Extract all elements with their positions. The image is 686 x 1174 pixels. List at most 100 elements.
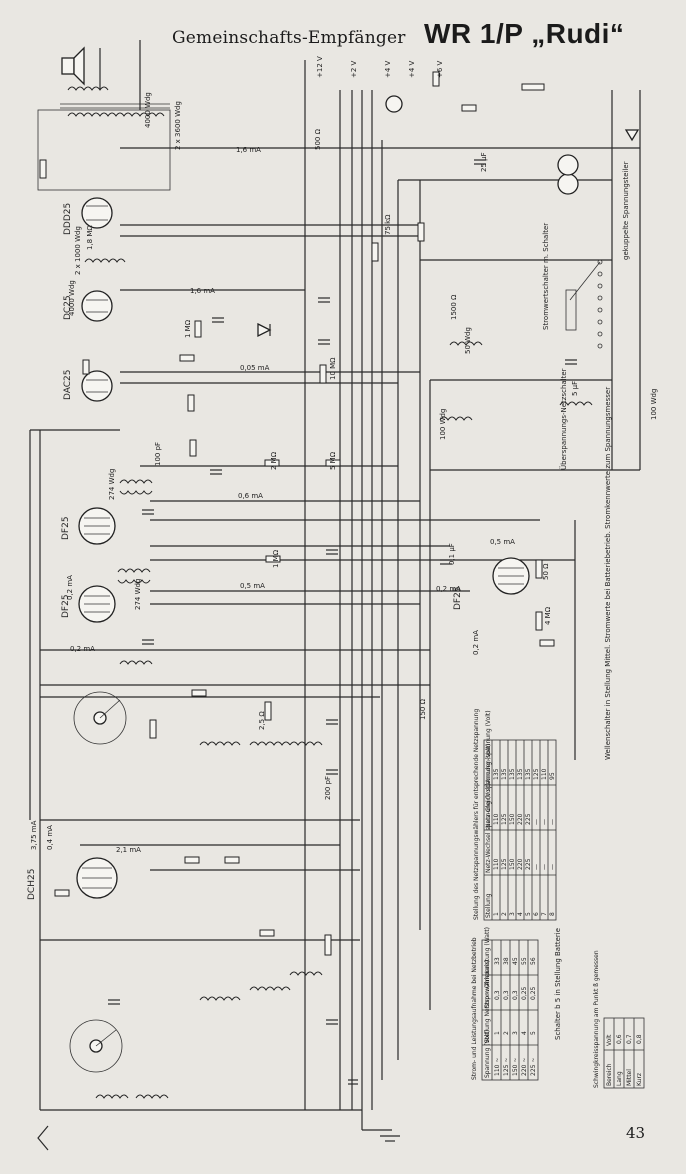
table-cell: 125 ~ xyxy=(503,1058,510,1076)
table-cell: 135 xyxy=(501,768,508,780)
table-cell: 150 xyxy=(509,858,516,870)
tube-label-df25-b: DF25 xyxy=(61,594,71,618)
current-label: 1,6 mA xyxy=(190,287,215,295)
table-cell: 4 xyxy=(521,1031,528,1035)
table-cell: 3 xyxy=(509,912,516,916)
note-power: gekuppelte Spannungsteiler xyxy=(622,161,630,260)
table-cell: 56 xyxy=(530,957,537,965)
component-label: 5 MΩ xyxy=(329,451,337,470)
table-cell: 2 xyxy=(503,1031,510,1035)
table-header: Anoden-spannung (Volt) xyxy=(485,710,492,783)
voltage-label: +12 V xyxy=(316,56,324,78)
table-cell: 0,6 xyxy=(616,1034,623,1044)
table-cell: 6 xyxy=(533,912,540,916)
tube-label-ddd25: DDD25 xyxy=(63,203,73,235)
table-cell: 0,3 xyxy=(503,990,510,1000)
table-cell: 3 xyxy=(512,1031,519,1035)
table-cell: 110 xyxy=(493,813,500,825)
component-label: 4 MΩ xyxy=(544,606,552,625)
title-model: WR 1/P „Rudi“ xyxy=(424,18,625,49)
voltage-label: +6 V xyxy=(436,60,444,78)
note-netz-switch: Wellenschalter in Stellung Mittel. Strom… xyxy=(604,387,612,760)
selector-contacts xyxy=(565,259,603,349)
table-cell: 0,3 xyxy=(512,990,519,1000)
table-cell: Lang xyxy=(616,1071,623,1086)
table-cell: — xyxy=(549,819,556,825)
tube-dc25: DC25 xyxy=(63,290,113,322)
component-label: 50 Wdg xyxy=(464,327,472,354)
table-cell: 55 xyxy=(521,957,528,965)
component-label: 50 Ω xyxy=(542,563,550,580)
table-cell: 125 xyxy=(501,813,508,825)
table-cell: 125 xyxy=(533,768,540,780)
component-label: 10 MΩ xyxy=(329,357,337,380)
table-cell: 95 xyxy=(549,772,556,780)
component-label: 500 Ω xyxy=(314,128,322,150)
component-label: 100 pF xyxy=(154,442,162,466)
table-cell: 2 xyxy=(501,912,508,916)
table-header: Strom (Ampere) xyxy=(484,960,491,1008)
current-label: 1,6 mA xyxy=(236,146,261,154)
table-cell: — xyxy=(533,864,540,870)
transformers xyxy=(84,258,593,1099)
note-overload: Überspannungs-Netzschalter xyxy=(559,368,568,470)
component-label: 274 Wdg xyxy=(108,469,116,500)
note-coupling: Stromwertschalter m. Schalter xyxy=(542,223,550,330)
tube-dac25: DAC25 xyxy=(63,369,113,402)
current-label: 3,75 mA xyxy=(30,820,38,850)
component-label: 1 MΩ xyxy=(184,319,192,338)
table-title: Strom- und Leistungsaufnahme bei Netzbet… xyxy=(471,937,478,1080)
table-cell: 135 xyxy=(509,768,516,780)
table-header: Netz-Wechsel spannung (Volt) xyxy=(485,783,492,873)
current-label: 0,2 mA xyxy=(472,630,480,655)
table-cell: 220 xyxy=(517,813,524,825)
component-label: 1500 Ω xyxy=(450,294,458,320)
table-netzspannung: Stellung des Netzspannungswählers für en… xyxy=(473,709,557,921)
component-label: 1,8 MΩ xyxy=(86,225,94,250)
table-header: Volt xyxy=(606,1034,613,1046)
table-header: Bereich xyxy=(606,1063,613,1086)
current-label: 0,2 mA xyxy=(70,645,95,653)
table-cell: 110 xyxy=(493,858,500,870)
current-labels: 1,6 mA 1,6 mA 0,05 mA 0,6 mA 0,5 mA 0,2 … xyxy=(30,146,515,854)
tube-label-dac25: DAC25 xyxy=(63,369,73,400)
diodes-and-meters xyxy=(257,95,640,338)
component-label: 2 x 3600 Wdg xyxy=(174,101,182,150)
rotary-switch-upper xyxy=(73,691,127,745)
component-label: 150 Ω xyxy=(419,698,427,720)
component-label: 2 MΩ xyxy=(270,451,278,470)
table-cell: 135 xyxy=(517,768,524,780)
table-cell: 150 ~ xyxy=(512,1058,519,1076)
voltage-labels: +12 V +2 V +4 V +6 V +4 V xyxy=(316,56,444,78)
current-label: 0,2 mA xyxy=(436,585,461,593)
table-leistung: Strom- und Leistungsaufnahme bei Netzbet… xyxy=(471,927,539,1081)
table-cell: — xyxy=(541,819,548,825)
table-cell: 8 xyxy=(549,912,556,916)
tube-df25-b: DF25 xyxy=(61,585,116,623)
table-cell: 125 xyxy=(501,858,508,870)
current-label: 0,4 mA xyxy=(46,825,54,850)
table-cell: 0,25 xyxy=(530,986,537,1000)
table-header: Leistung (Watt) xyxy=(484,927,491,973)
tube-label-dch25: DCH25 xyxy=(27,869,37,900)
tube-label-df25-a: DF25 xyxy=(61,516,71,540)
component-label: 1 MΩ xyxy=(272,549,280,568)
table-cell: 110 ~ xyxy=(494,1058,501,1076)
component-label: 200 pF xyxy=(324,776,332,800)
tube-ddd25: DDD25 xyxy=(63,197,113,235)
current-label: 0,5 mA xyxy=(240,582,265,590)
component-label: 25 µF xyxy=(480,152,488,172)
table-header: Stellung Netzsp.-wähler xyxy=(484,971,491,1043)
table-header: Spannung (Volt) xyxy=(484,1030,491,1078)
component-label: 4000 Wdg xyxy=(144,92,152,128)
table-cell: 4 xyxy=(517,912,524,916)
loudspeaker xyxy=(37,40,171,191)
table-cell: 5 xyxy=(525,912,532,916)
current-label: 0,2 mA xyxy=(66,575,74,600)
table-cell: 135 xyxy=(493,768,500,780)
page-number: 43 xyxy=(626,1124,646,1142)
component-labels: 4000 Wdg 2 x 3600 Wdg 2 x 1000 Wdg 1,8 M… xyxy=(68,92,658,800)
tube-dch25: DCH25 xyxy=(27,857,118,900)
table-cell: Kurz xyxy=(636,1073,643,1086)
